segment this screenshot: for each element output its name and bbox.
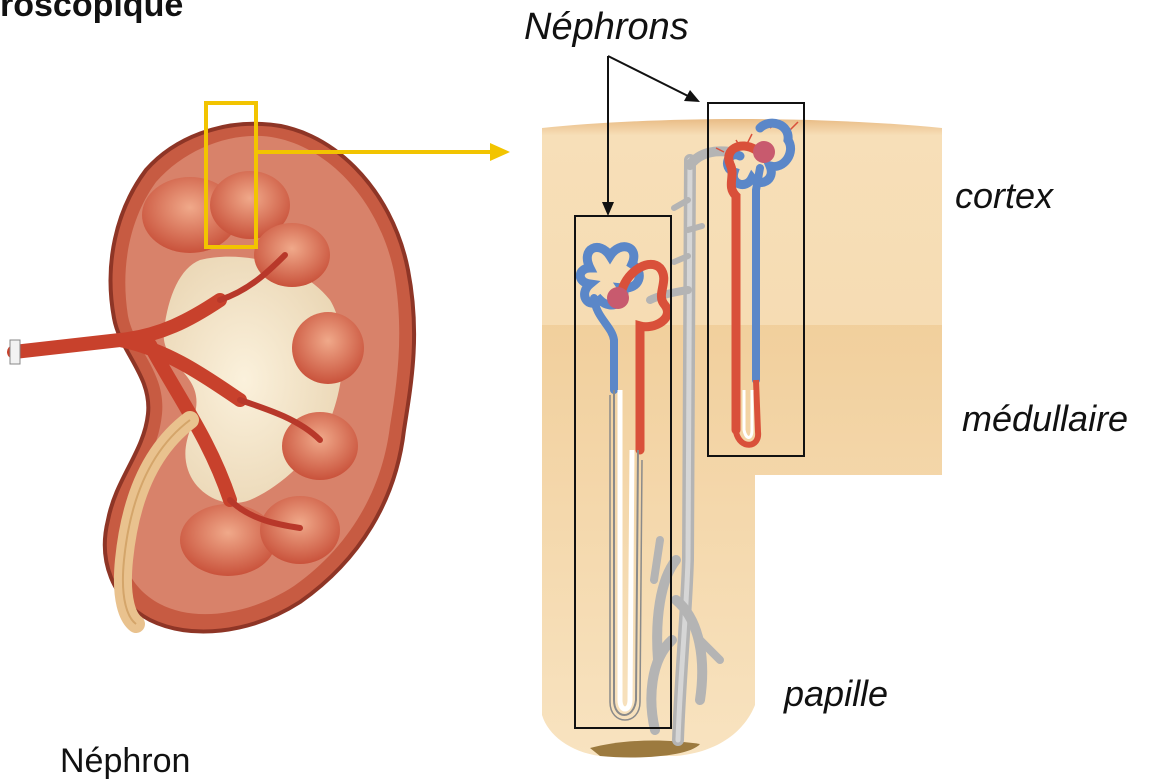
renal-artery-end [10, 340, 20, 364]
cortex-label: cortex [955, 175, 1053, 217]
arrow-right-icon [490, 143, 510, 161]
glomerulus [753, 141, 775, 163]
nephrons-label: Néphrons [524, 6, 689, 49]
bottom-text-fragment: Néphron [60, 742, 190, 781]
nephron-detail [542, 56, 942, 758]
kidney-illustration [10, 103, 414, 632]
papille-label: papille [784, 673, 888, 715]
glomerulus [607, 287, 629, 309]
medullaire-label: médullaire [962, 398, 1128, 440]
